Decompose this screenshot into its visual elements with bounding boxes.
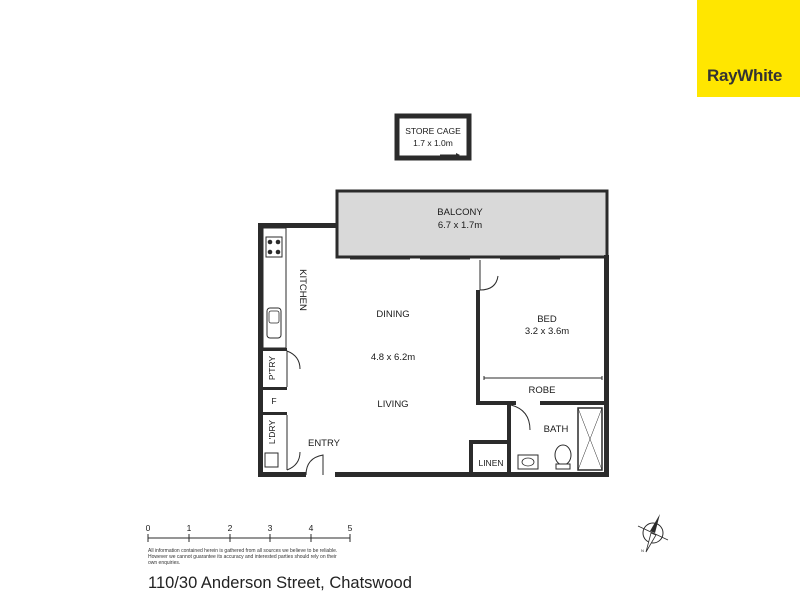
balcony: BALCONY 6.7 x 1.7m	[335, 189, 609, 259]
fridge-label: F	[271, 396, 276, 406]
scale-tick-3: 3	[268, 523, 273, 533]
balcony-size: 6.7 x 1.7m	[438, 220, 482, 231]
north-compass-icon: N	[637, 514, 669, 553]
disclaimer-text: All information contained herein is gath…	[148, 548, 338, 566]
scale-tick-2: 2	[228, 523, 233, 533]
scale-tick-5: 5	[348, 523, 353, 533]
living-size: 4.8 x 6.2m	[371, 352, 415, 363]
scale-bar: 0 1 2 3 4 5	[146, 523, 353, 542]
entry-label: ENTRY	[308, 438, 341, 449]
store-cage: STORE CAGE 1.7 x 1.0m	[394, 113, 472, 161]
scale-tick-1: 1	[187, 523, 192, 533]
scale-tick-0: 0	[146, 523, 151, 533]
store-cage-label: STORE CAGE	[405, 126, 461, 136]
bedroom-walls	[476, 260, 608, 405]
store-cage-size: 1.7 x 1.0m	[413, 138, 453, 148]
bed-label: BED	[537, 314, 557, 325]
linen-label: LINEN	[478, 458, 503, 468]
property-address: 110/30 Anderson Street, Chatswood	[148, 574, 412, 592]
brand-logo: RayWhite	[697, 0, 800, 97]
laundry-label: L'DRY	[267, 420, 277, 444]
robe-label: ROBE	[529, 385, 556, 396]
brand-logo-text: RayWhite	[707, 66, 783, 85]
scale-tick-4: 4	[309, 523, 314, 533]
bath-walls	[469, 404, 603, 475]
kitchen-label: KITCHEN	[297, 269, 308, 311]
pantry-label: P'TRY	[267, 356, 277, 380]
living-label: LIVING	[377, 399, 408, 410]
bed-size: 3.2 x 3.6m	[525, 326, 569, 337]
kitchen-fittings	[262, 227, 324, 476]
bath-label: BATH	[544, 424, 569, 435]
balcony-label: BALCONY	[437, 207, 483, 218]
dining-label: DINING	[376, 309, 409, 320]
compass-label: N	[641, 548, 644, 553]
